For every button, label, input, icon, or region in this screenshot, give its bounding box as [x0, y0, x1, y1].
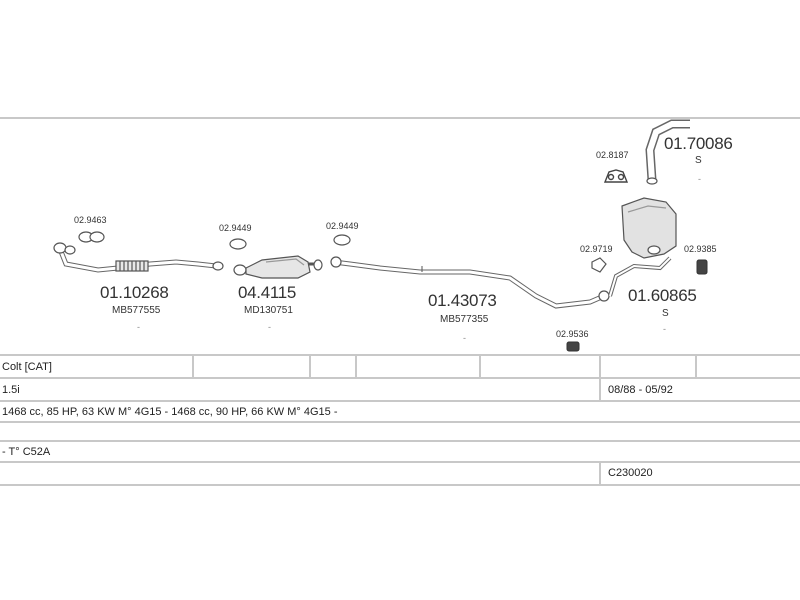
vehicle-model: Colt [CAT] [2, 361, 52, 373]
part-2-marker: - [268, 322, 271, 332]
clamp-f6-drawing [696, 259, 708, 275]
fitting-f5-number: 02.9719 [580, 244, 613, 254]
fitting-f3-number: 02.9449 [326, 221, 359, 231]
application-table [0, 354, 800, 486]
part-1-marker: - [137, 322, 140, 332]
part-4-number: 01.60865 [628, 286, 697, 305]
vehicle-type: - T° C52A [2, 446, 51, 458]
part-5-number: 01.70086 [664, 134, 733, 153]
part-5-marker: - [698, 174, 701, 184]
fitting-f1-number: 02.9463 [74, 215, 107, 225]
fitting-f2-number: 02.9449 [219, 223, 252, 233]
gasket-f1-drawing [78, 231, 105, 243]
part-5-ref: S [695, 155, 702, 166]
part-3-ref: MB577355 [440, 314, 489, 325]
intermediate-pipe-drawing [330, 256, 610, 309]
part-3-marker: - [463, 333, 466, 343]
part-1-number: 01.10268 [100, 283, 169, 302]
catalyst-drawing [233, 255, 323, 279]
part-1-ref: MB577555 [112, 305, 161, 316]
fitting-f7-number: 02.9536 [556, 329, 589, 339]
production-years: 08/88 - 05/92 [608, 384, 673, 396]
part-3-number: 01.43073 [428, 291, 497, 310]
clamp-f7-drawing [566, 341, 580, 352]
part-2-number: 04.4115 [238, 283, 296, 302]
rear-silencer-drawing [608, 197, 677, 297]
fitting-f4-number: 02.8187 [596, 150, 629, 160]
engine-size: 1.5i [2, 384, 20, 396]
gasket-f2-drawing [229, 238, 247, 250]
tail-pipe-drawing [645, 119, 690, 185]
part-4-marker: - [663, 324, 666, 334]
engine-spec: 1468 cc, 85 HP, 63 KW M° 4G15 - 1468 cc,… [2, 406, 338, 418]
part-2-ref: MD130751 [244, 305, 293, 316]
fitting-f6-number: 02.9385 [684, 244, 717, 254]
front-pipe-drawing [53, 242, 224, 273]
hanger-f4-drawing [603, 169, 629, 183]
system-code: C230020 [608, 467, 653, 479]
gasket-f3-drawing [333, 234, 351, 246]
bracket-f5-drawing [591, 257, 607, 273]
part-4-ref: S [662, 308, 669, 319]
